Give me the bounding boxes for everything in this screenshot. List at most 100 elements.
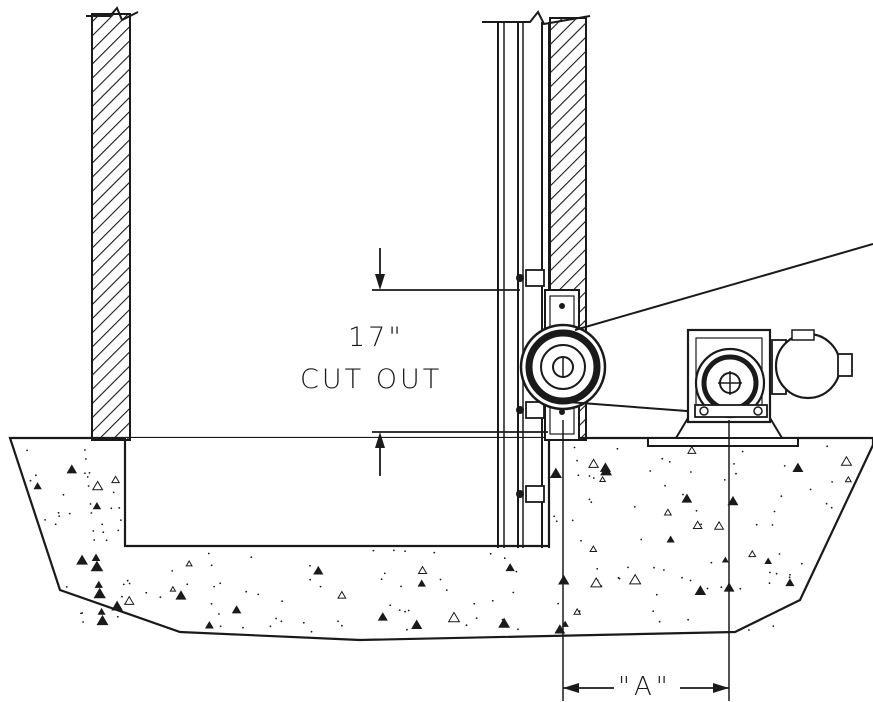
aggregate-dot (706, 587, 709, 590)
aggregate-stone (785, 578, 795, 587)
aggregate-dot (689, 579, 692, 582)
aggregate-dot (57, 511, 60, 514)
aggregate-dot (121, 595, 123, 598)
aggregate-dot (90, 512, 93, 514)
aggregate-dot (682, 493, 684, 496)
aggregate-dot (576, 459, 578, 462)
aggregate-dot (159, 596, 162, 599)
aggregate-stone (111, 600, 123, 611)
aggregate-stone (573, 607, 582, 615)
drive-belt (567, 243, 873, 413)
aggregate-stone (417, 579, 426, 587)
aggregate-stone (727, 495, 739, 506)
aggregate-dot (398, 609, 401, 611)
aggregate-dot (783, 465, 786, 467)
aggregate-stone (694, 585, 707, 595)
aggregate-dot (512, 591, 515, 594)
cutout-label: CUT OUT (300, 364, 443, 395)
aggregate-stone (92, 502, 102, 510)
aggregate-stone (377, 612, 388, 621)
aggregate-stone (313, 565, 324, 575)
aggregate-dot (733, 463, 735, 465)
aggregate-dot (445, 589, 448, 591)
aggregate-dot (553, 515, 555, 518)
aggregate-dot (210, 602, 213, 605)
aggregate-dot (775, 572, 778, 575)
aggregate-stone (589, 545, 598, 553)
aggregate-dot (489, 552, 492, 555)
aggregate-dot (571, 519, 574, 522)
left-wall (86, 6, 139, 441)
aggregate-dot (741, 450, 744, 453)
aggregate-stone (91, 553, 101, 561)
aggregate-dot (491, 599, 494, 602)
aggregate-dot (668, 461, 671, 463)
aggregate-dot (577, 474, 580, 477)
aggregate-dot (58, 515, 61, 517)
aggregate-dot (433, 551, 436, 554)
aggregate-stone (185, 560, 193, 567)
aggregate-dot (383, 572, 386, 575)
aggregate-dot (473, 602, 476, 605)
aggregate-stone (96, 614, 109, 626)
aggregate-dot (658, 620, 661, 623)
aggregate-dot (616, 447, 619, 450)
aggregate-dot (337, 620, 339, 623)
aggregate-dot (773, 510, 776, 513)
aggregate-stone (792, 462, 804, 473)
aggregate-dot (580, 539, 582, 542)
aggregate-dot (245, 590, 248, 593)
aggregate-dot (661, 457, 664, 460)
aggregate-stone (90, 560, 104, 572)
aggregate-dot (617, 576, 620, 579)
aggregate-stone (33, 482, 42, 490)
cutout-dimension (372, 248, 548, 476)
aggregate-stone (587, 458, 600, 468)
aggregate-dot (627, 566, 629, 569)
aggregate-dot (85, 458, 87, 460)
aggregate-stone (231, 605, 242, 614)
aggregate-dot (830, 506, 833, 509)
aggregate-dot (80, 612, 82, 615)
aggregate-dot (122, 583, 125, 586)
aggregate-dot (393, 549, 395, 552)
aggregate-dot (62, 493, 65, 496)
aggregate-stone (498, 617, 511, 628)
aggregate-dot (475, 617, 478, 620)
aggregate-dot (404, 610, 406, 613)
aggregate-stone (93, 587, 106, 599)
aggregate-dot (86, 476, 89, 478)
aggregate-dot (439, 578, 442, 581)
aggregate-dot (269, 625, 272, 628)
aggregate-dot (596, 568, 599, 570)
aggregate-dot (739, 587, 742, 590)
aggregate-dot (809, 488, 812, 491)
aggregate-dot (588, 475, 591, 477)
aggregate-dot (281, 600, 283, 603)
aggregate-dot (280, 620, 283, 623)
aggregate-dot (557, 602, 559, 605)
aggregate-stone (97, 607, 106, 615)
aggregate-stone (337, 590, 347, 599)
aggregate-stone (663, 508, 673, 516)
aggregate-dot (89, 503, 92, 505)
aggregate-dot (118, 507, 121, 509)
aggregate-stone (599, 462, 612, 472)
aggregate-dot (389, 604, 392, 607)
aggregate-stone (169, 585, 177, 592)
aggregate-dot (44, 519, 46, 521)
aggregate-dot (515, 570, 518, 573)
aggregate-stone (91, 480, 104, 491)
aggregate-dot (219, 625, 222, 628)
aggregate-dot (93, 539, 96, 541)
aggregate-stone (175, 590, 187, 600)
aggregate-dot (87, 485, 90, 487)
aggregate-dot (720, 586, 723, 589)
aggregate-dot (687, 618, 689, 621)
aggregate-dot (319, 585, 322, 588)
aggregate-dot (126, 579, 129, 582)
aggregate-dot (788, 576, 791, 579)
aggregate-dot (302, 621, 305, 624)
aggregate-dot (105, 539, 108, 542)
aggregate-dot (310, 630, 313, 633)
